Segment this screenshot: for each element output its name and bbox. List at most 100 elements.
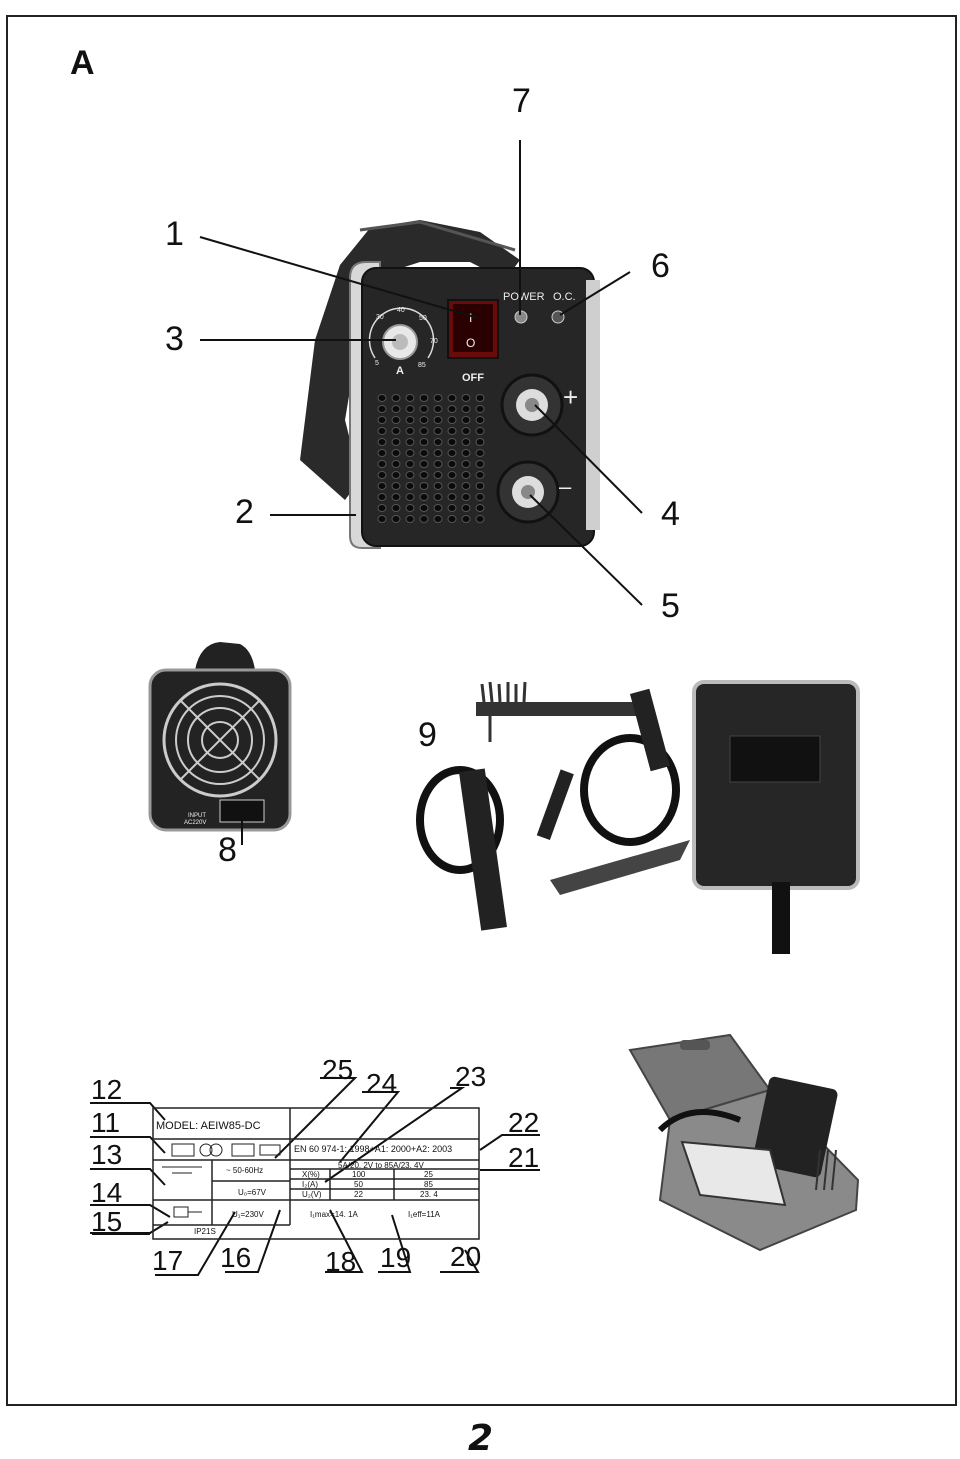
vent-hole xyxy=(475,394,485,402)
switch-off-mark: O xyxy=(466,336,475,350)
vent-hole xyxy=(475,471,485,479)
vent-hole xyxy=(461,427,471,435)
vent-hole xyxy=(405,394,415,402)
vent-hole xyxy=(377,438,387,446)
vent-hole xyxy=(391,438,401,446)
vent-hole xyxy=(405,493,415,501)
vent-hole xyxy=(461,504,471,512)
vent-hole xyxy=(475,405,485,413)
vent-hole xyxy=(391,493,401,501)
vent-hole xyxy=(391,427,401,435)
vent-hole xyxy=(433,394,443,402)
vent-hole xyxy=(377,493,387,501)
plus-sign: + xyxy=(563,382,578,412)
vent-hole xyxy=(447,416,457,424)
vent-hole xyxy=(377,504,387,512)
vent-hole xyxy=(377,449,387,457)
carry-case-illustration xyxy=(628,1033,860,1252)
plate-x-label: X(%) xyxy=(302,1170,320,1179)
dial-scale-70: 70 xyxy=(430,338,438,345)
plate-i2-label: I₂(A) xyxy=(302,1180,318,1189)
vent-hole xyxy=(461,416,471,424)
vent-hole xyxy=(433,493,443,501)
callout-22: 22 xyxy=(508,1107,540,1138)
vent-hole xyxy=(405,460,415,468)
vent-hole xyxy=(475,438,485,446)
plate-ip: IP21S xyxy=(194,1227,216,1236)
vent-hole xyxy=(461,405,471,413)
vent-hole xyxy=(419,438,429,446)
vent-hole xyxy=(419,493,429,501)
vent-hole xyxy=(419,394,429,402)
callout-15: 15 xyxy=(91,1206,123,1237)
plate-u2-label: U₂(V) xyxy=(302,1190,322,1199)
vent-hole xyxy=(433,515,443,523)
vent-hole xyxy=(461,482,471,490)
power-label: POWER xyxy=(503,291,545,303)
plate-u2-val-1: 22 xyxy=(354,1190,363,1199)
vent-hole xyxy=(405,416,415,424)
vent-hole xyxy=(405,471,415,479)
vent-hole xyxy=(475,504,485,512)
vent-hole xyxy=(391,471,401,479)
plate-range: 5A/20. 2V to 85A/23. 4V xyxy=(338,1161,424,1170)
vent-hole xyxy=(461,493,471,501)
callout-6: 6 xyxy=(651,247,670,285)
vent-hole xyxy=(461,515,471,523)
vent-hole xyxy=(447,471,457,479)
input-label: INPUT xyxy=(188,813,206,819)
vent-hole xyxy=(377,427,387,435)
callout-5: 5 xyxy=(661,587,680,625)
vent-hole xyxy=(377,471,387,479)
vent-hole xyxy=(475,427,485,435)
plate-standard: EN 60 974-1: 1998+A1: 2000+A2: 2003 xyxy=(294,1144,453,1154)
accessories-illustration xyxy=(416,680,860,954)
vent-hole xyxy=(433,482,443,490)
ac-label: AC220V xyxy=(184,820,206,826)
vent-hole xyxy=(433,405,443,413)
vent-hole xyxy=(475,515,485,523)
plate-x-val-1: 100 xyxy=(352,1170,366,1179)
vent-hole xyxy=(433,438,443,446)
vent-hole xyxy=(405,504,415,512)
page-frame xyxy=(6,15,957,1406)
dial-scale-5: 5 xyxy=(375,360,379,367)
vent-hole xyxy=(461,394,471,402)
dial-unit: A xyxy=(396,365,404,377)
plate-i1eff: I₁eff=11A xyxy=(408,1210,440,1219)
welder-rear-illustration: INPUT AC220V xyxy=(148,642,292,845)
vent-hole xyxy=(377,416,387,424)
vent-hole xyxy=(377,394,387,402)
vent-hole xyxy=(419,405,429,413)
rating-plate: MODEL: AEIW85-DC EN 60 974-1: 1998+A1: 2… xyxy=(152,1107,480,1240)
vent-hole xyxy=(447,405,457,413)
vent-hole xyxy=(419,471,429,479)
vent-hole xyxy=(447,394,457,402)
vent-hole xyxy=(461,449,471,457)
vent-hole xyxy=(391,482,401,490)
vent-hole xyxy=(391,394,401,402)
callout-2: 2 xyxy=(235,493,254,531)
vent-hole xyxy=(447,427,457,435)
callout-11: 11 xyxy=(91,1107,121,1138)
vent-hole xyxy=(405,405,415,413)
vent-hole xyxy=(461,438,471,446)
vent-hole xyxy=(377,482,387,490)
vent-hole xyxy=(461,471,471,479)
vent-hole xyxy=(433,471,443,479)
dial-scale-40: 40 xyxy=(397,307,405,314)
vent-hole xyxy=(419,515,429,523)
oc-label: O.C. xyxy=(553,291,576,303)
vent-hole xyxy=(433,449,443,457)
vent-hole xyxy=(391,449,401,457)
vent-hole xyxy=(447,482,457,490)
vent-hole xyxy=(391,416,401,424)
plate-u0: U₀=67V xyxy=(238,1188,267,1197)
callout-24: 24 xyxy=(366,1068,398,1099)
dial-scale-85: 85 xyxy=(418,362,426,369)
vent-hole xyxy=(377,460,387,468)
vent-hole xyxy=(391,405,401,413)
callout-19: 19 xyxy=(380,1242,412,1273)
welder-front-illustration: POWER O.C. OFF A 30 40 50 70 85 5 I O + … xyxy=(199,140,643,606)
vent-hole xyxy=(419,482,429,490)
